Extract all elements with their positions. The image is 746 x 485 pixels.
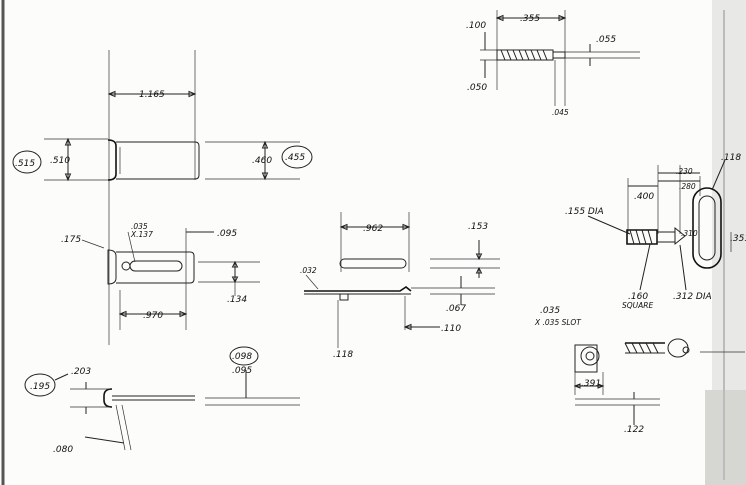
rivet-shank-label: .080 — [53, 445, 73, 455]
rivet-head-label: .203 — [71, 367, 91, 377]
flat-part-view — [304, 212, 500, 348]
slot-note-b: X .035 SLOT — [534, 318, 582, 327]
ring-small-label: .310 — [681, 229, 698, 238]
ring-dia-label: .312 DIA — [673, 292, 712, 302]
slot-note-a: .035 — [540, 306, 560, 316]
wire-label: .095 — [232, 366, 252, 376]
flat-length-label: .962 — [363, 224, 383, 234]
ring-c-label: .400 — [634, 192, 654, 202]
pin-length-label: 1.165 — [139, 90, 165, 100]
clevis-height-label: .134 — [227, 295, 247, 305]
shank-height-alt-label: .455 — [285, 153, 305, 163]
flat-tab-label: .118 — [333, 350, 353, 360]
square-label-b: SQUARE — [622, 301, 653, 310]
slot-height-label: .122 — [624, 425, 644, 435]
flat-thickness-label: .032 — [300, 266, 317, 275]
clevis-head-label: .175 — [61, 235, 81, 245]
spring-height-label: .100 — [466, 21, 486, 31]
ring-a-label: .230 — [676, 167, 693, 176]
rivet-view — [24, 346, 300, 451]
wire-alt-label: .098 — [232, 352, 252, 362]
shank-height-label: .460 — [252, 156, 272, 166]
clevis-offset-label: .095 — [217, 229, 237, 239]
rivet-head-alt-label: .195 — [30, 382, 50, 392]
spring-pin-view — [480, 10, 640, 106]
flat-step-label: .067 — [446, 304, 466, 314]
ring-b-label: .280 — [679, 182, 696, 191]
spring-left-label: .050 — [467, 83, 487, 93]
ring-label: .118 — [721, 153, 741, 163]
flat-end-label: .110 — [441, 324, 461, 334]
slot-part-view — [573, 338, 745, 425]
shaft-dia-label: .155 DIA — [565, 207, 604, 217]
flat-height-label: .153 — [468, 222, 488, 232]
spring-right-label: .045 — [552, 108, 569, 117]
clevis-hole-note-a: .035 — [131, 222, 148, 231]
ring-assembly-view — [587, 159, 732, 291]
clevis-pin-view — [81, 228, 260, 330]
clevis-hole-note-b: X.137 — [130, 230, 153, 239]
square-label-a: .160 — [628, 292, 648, 302]
scan-noise-right — [705, 0, 746, 485]
spring-tip-label: .055 — [596, 35, 616, 45]
spring-length-label: .355 — [520, 14, 540, 24]
ring-right-label: .351 — [730, 234, 746, 244]
clevis-length-label: .970 — [143, 311, 163, 321]
pin-height-alt-label: .515 — [15, 159, 35, 169]
slot-width-label: .391 — [581, 379, 601, 389]
headed-pin-view — [12, 50, 313, 345]
pin-height-label: .510 — [50, 156, 70, 166]
